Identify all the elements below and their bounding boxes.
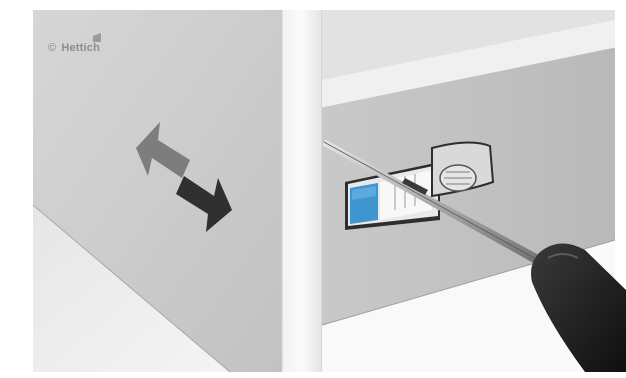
cabinet-front-post (282, 10, 322, 372)
brand-label: Hettich (61, 42, 100, 54)
copyright-symbol: © (48, 42, 56, 54)
hettich-logo-mark (92, 33, 102, 42)
copyright-notice: © Hettich (48, 42, 100, 54)
brand-name: Hettich (61, 42, 100, 54)
